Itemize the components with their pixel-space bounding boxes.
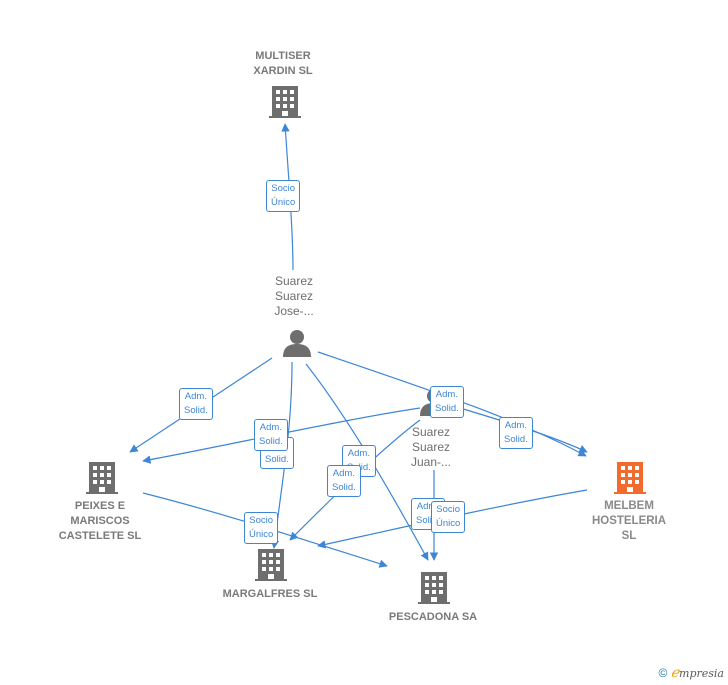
empresia-logo: © ℯmpresia [659,665,724,681]
building-icon [418,572,450,604]
edge-label-adm-solid: Adm. Solid. [499,417,533,449]
edge-label-socio-unico: Socio Único [266,180,301,212]
brand-rest: mpresia [679,667,724,680]
person-label-juan[interactable]: Suarez Suarez Juan-... [410,425,452,469]
edge-jose-melbem [317,351,587,457]
company-label-pescadona[interactable]: PESCADONA SA [388,611,478,623]
edge-label-adm-solid: Adm. Solid. [430,386,464,418]
edge-label-adm-solid: Adm. Solid. [254,419,288,451]
building-icon [86,462,118,494]
company-label-melbem[interactable]: MELBEM HOSTELERIA SL [591,500,667,542]
edges [129,123,588,568]
edge-label-socio-unico: Socio Único [431,501,466,533]
copyright-symbol: © [658,666,668,680]
company-label-multiser[interactable]: MULTISER XARDIN SL [253,50,313,77]
company-label-margalfres[interactable]: MARGALFRES SL [222,588,318,600]
building-icon [269,86,301,118]
person-label-jose[interactable]: Suarez Suarez Jose-... [274,274,314,318]
edge-label-socio-unico: Socio Único [244,512,279,544]
edge-label-adm-solid: Adm. Solid. [327,465,361,497]
person-icon [283,330,311,357]
brand-e: ℯ [670,665,680,681]
company-label-peixes[interactable]: PEIXES E MARISCOS CASTELETE SL [58,500,142,542]
building-icon [614,462,646,494]
building-icon [255,549,287,581]
edge-label-adm-solid: Adm. Solid. [179,388,213,420]
